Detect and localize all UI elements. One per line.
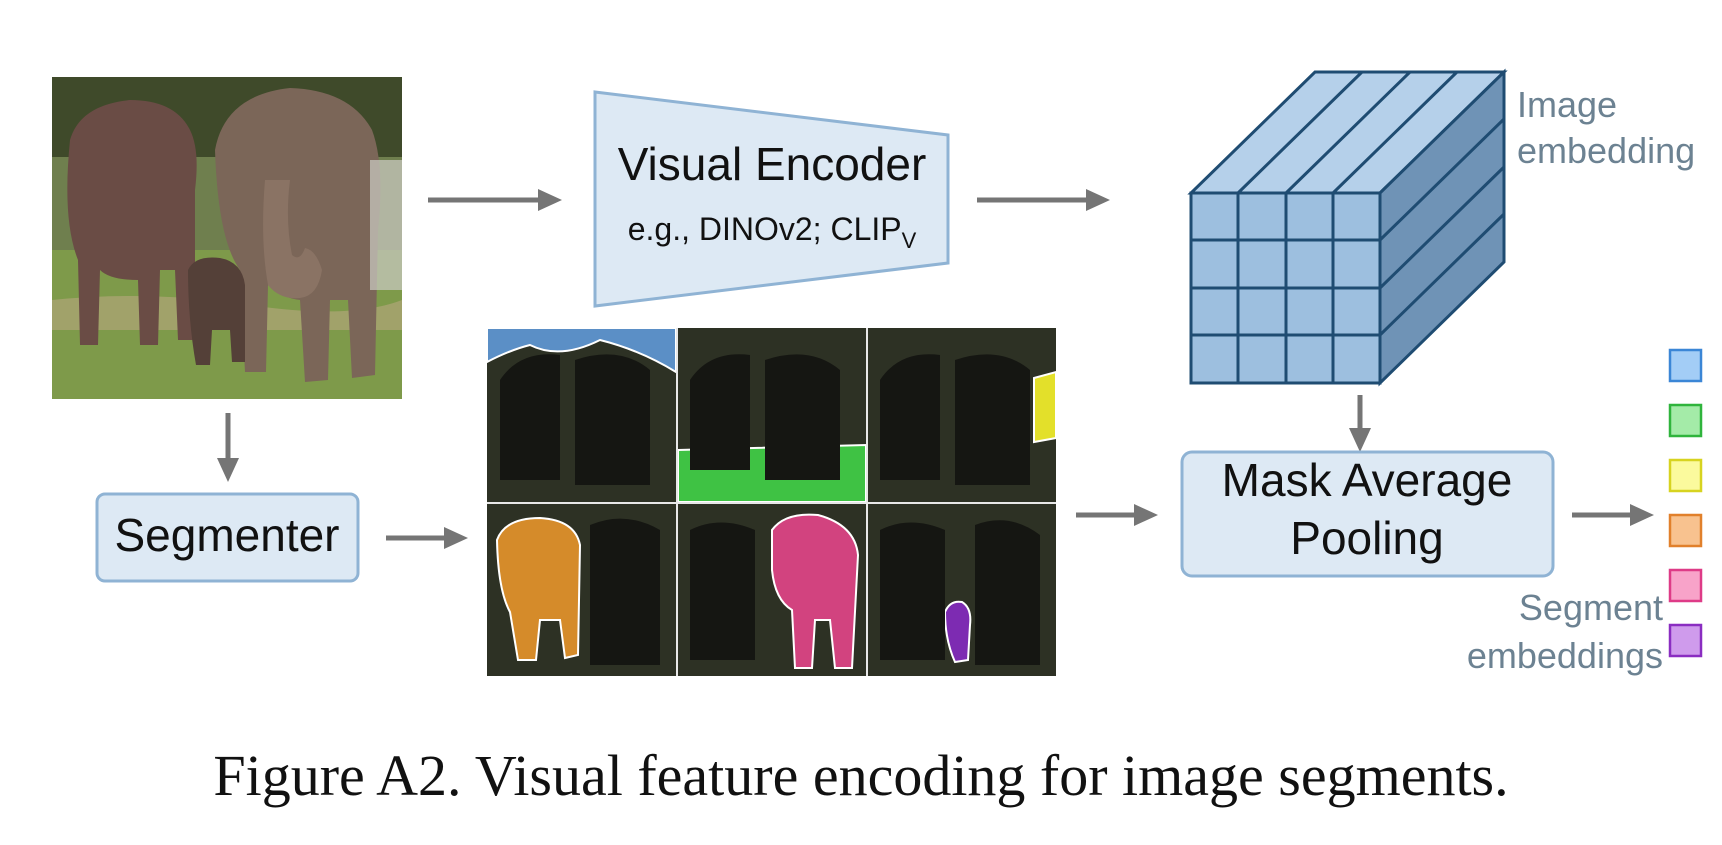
segmenter-label: Segmenter	[114, 509, 339, 561]
pooling-label-line2: Pooling	[1290, 512, 1443, 564]
image-embedding-label-line1: Image	[1517, 84, 1617, 125]
visual-encoder-subtitle: e.g., DINOv2; CLIPV	[628, 211, 917, 253]
input-photo	[52, 77, 402, 399]
image-embedding-cube	[1187, 68, 1508, 387]
mask-panel-baby-elephant	[868, 504, 1056, 676]
mask-panel-grass	[677, 328, 867, 503]
segment-swatch-blue	[1668, 348, 1703, 383]
segment-swatch-green	[1668, 403, 1703, 438]
segment-embeddings-label-line2: embeddings	[1467, 635, 1663, 676]
segmenter-block: Segmenter	[95, 492, 360, 583]
image-embedding-label-line2: embedding	[1517, 130, 1695, 171]
segment-embeddings-label-line1: Segment	[1519, 587, 1663, 628]
mask-panel-sky	[486, 327, 677, 502]
mask-panel-big-elephant	[678, 504, 866, 676]
segment-swatch-pink	[1668, 568, 1703, 603]
segment-swatch-yellow	[1668, 458, 1703, 493]
segment-mask-grid	[486, 327, 1057, 676]
mask-panel-fence	[868, 328, 1057, 502]
segment-embedding-swatches	[1668, 348, 1703, 658]
visual-encoder-block: Visual Encoder e.g., DINOv2; CLIPV	[593, 90, 950, 308]
visual-encoder-title: Visual Encoder	[618, 138, 927, 190]
figure-caption: Figure A2. Visual feature encoding for i…	[213, 743, 1509, 808]
pooling-label-line1: Mask Average	[1222, 454, 1513, 506]
segment-swatch-orange	[1668, 513, 1703, 548]
segment-swatch-purple	[1668, 623, 1703, 658]
mask-average-pooling-block: Mask Average Pooling	[1180, 450, 1555, 578]
mask-panel-left-elephant	[487, 504, 676, 676]
